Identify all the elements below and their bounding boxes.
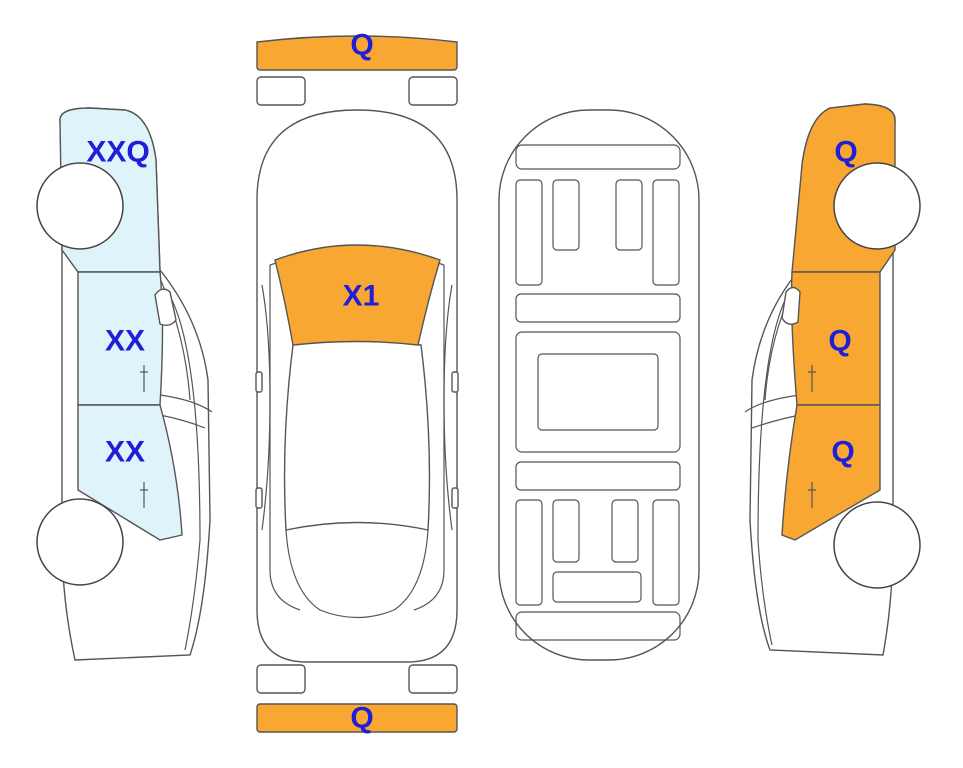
rear-bumper-shape	[256, 703, 458, 733]
left-side-mirror	[154, 288, 177, 327]
car-underbody-view	[498, 109, 700, 661]
hood-shape	[274, 244, 441, 346]
cabin-roof	[283, 339, 431, 531]
car-top-view	[255, 109, 459, 663]
left-rear-door-label: XX	[105, 436, 145, 469]
rear-bumper-zone[interactable]: Q	[256, 702, 458, 735]
right-side-mirror	[781, 286, 801, 325]
right-rear-door-shape	[781, 404, 881, 541]
left-rear-door-shape	[77, 404, 183, 541]
right-front-door-zone[interactable]: Q	[790, 271, 881, 406]
right-front-wheel	[833, 162, 921, 250]
right-rear-door-label: Q	[831, 436, 854, 469]
rear-bumper-label: Q	[350, 702, 373, 735]
front-right-light	[408, 76, 458, 106]
hood-label: X1	[343, 280, 380, 313]
right-door-handles	[808, 365, 816, 508]
front-left-light	[256, 76, 306, 106]
left-front-door-zone[interactable]: XX	[77, 271, 164, 406]
front-bumper-zone[interactable]: Q	[256, 29, 458, 71]
rear-left-light	[256, 664, 306, 694]
front-bumper-label: Q	[350, 29, 373, 62]
left-front-wheel	[36, 162, 124, 250]
left-front-door-label: XX	[105, 325, 145, 358]
right-rear-door-zone[interactable]: Q	[781, 404, 881, 541]
hood-zone[interactable]: X1	[274, 244, 441, 346]
right-rear-wheel	[833, 501, 921, 589]
right-front-door-label: Q	[828, 325, 851, 358]
rear-right-light	[408, 664, 458, 694]
front-bumper-shape	[256, 35, 458, 71]
left-fender-label: XXQ	[86, 136, 149, 169]
left-rear-wheel	[36, 498, 124, 586]
left-rear-door-zone[interactable]: XX	[77, 404, 183, 541]
right-fender-label: Q	[834, 136, 857, 169]
left-door-handles	[140, 365, 148, 508]
